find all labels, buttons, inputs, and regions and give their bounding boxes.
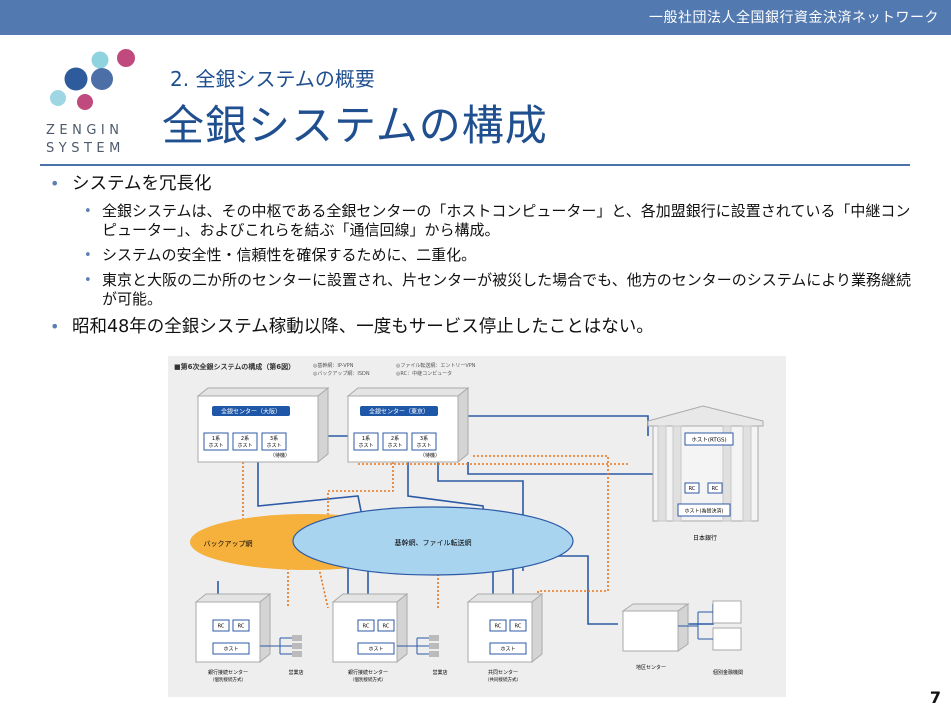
page-title: 全銀システムの構成: [162, 101, 548, 150]
rc-label: RC: [689, 486, 696, 492]
logo-text: ZENGIN SYSTEM: [46, 122, 125, 158]
regional-center-label: 地区センター: [636, 664, 666, 671]
svg-text:RC: RC: [238, 624, 245, 630]
legend-item: ◎RC：中継コンピュータ: [396, 370, 452, 377]
bullet-item: 昭和48年の全銀システム稼動以降、一度もサービス停止したことはない。: [50, 315, 920, 339]
osaka-center-building: 全銀センター（大阪） 1系 ホスト 2系 ホスト 3系 ホスト （待機）: [196, 386, 330, 464]
svg-text:ホスト: ホスト: [416, 443, 431, 449]
bank-center-1-building: RC RC ホスト 銀行接続センター （個別接続方式） 営業店: [194, 592, 304, 683]
svg-text:3系: 3系: [420, 435, 428, 442]
svg-text:ホスト: ホスト: [358, 443, 373, 449]
svg-text:2系: 2系: [391, 435, 399, 442]
core-network-label: 基幹網、ファイル転送網: [395, 538, 472, 547]
bank-center-2-label: 銀行接続センター: [348, 669, 388, 676]
svg-text:（個別接続方式）: （個別接続方式）: [350, 676, 386, 683]
rc-label: RC: [712, 486, 719, 492]
organization-name: 一般社団法人全国銀行資金決済ネットワーク: [649, 10, 939, 26]
svg-text:（個別接続方式）: （個別接続方式）: [210, 676, 246, 683]
branch-label: 営業店: [432, 669, 447, 676]
svg-text:RC: RC: [383, 624, 390, 630]
standby-label: （待機）: [270, 452, 290, 459]
svg-text:RC: RC: [515, 624, 522, 630]
tokyo-center-building: 全銀センター（東京） 1系 ホスト 2系 ホスト 3系 ホスト （待機）: [346, 386, 470, 464]
svg-text:RC: RC: [363, 624, 370, 630]
svg-text:ホスト: ホスト: [387, 443, 402, 449]
diagram-caption: ■第6次全銀システムの構成（第6図）: [174, 362, 295, 371]
svg-text:ホスト: ホスト: [368, 647, 383, 653]
boj-label: 日本銀行: [693, 534, 717, 542]
standby-label: （待機）: [420, 452, 440, 459]
title-divider: [40, 164, 910, 166]
svg-text:ホスト: ホスト: [500, 647, 515, 653]
shared-center-label: 共同センター: [488, 669, 518, 676]
individual-banks-label: 個別金融機関: [713, 669, 743, 676]
core-network: [292, 506, 574, 576]
regional-center-building: 地区センター: [621, 603, 690, 671]
legend-item: ◎基幹網：IP-VPN: [313, 362, 354, 369]
legend-item: ◎バックアップ網：ISDN: [313, 370, 370, 377]
host-unit-label: 1系: [212, 435, 220, 442]
boj-building: ホスト(RTGS) RC RC ホスト(為替決済) 日本銀行: [647, 405, 764, 542]
sub-bullet-item: 全銀システムは、その中枢である全銀センターの「ホストコンピューター」と、各加盟銀…: [84, 202, 920, 240]
shared-center-building: RC RC ホスト 共同センター （共同接続方式）: [466, 592, 544, 683]
page-number: 7: [929, 688, 941, 707]
legend-item: ◎ファイル転送網：エントリーVPN: [396, 362, 476, 369]
header-bar: 一般社団法人全国銀行資金決済ネットワーク: [0, 0, 951, 35]
svg-text:3系: 3系: [270, 435, 278, 442]
backup-network-label: バックアップ網: [204, 539, 253, 548]
svg-text:ホスト: ホスト: [266, 443, 281, 449]
svg-text:ホスト: ホスト: [208, 443, 223, 449]
svg-text:（共同接続方式）: （共同接続方式）: [485, 676, 521, 683]
sub-bullet-item: 東京と大阪の二か所のセンターに設置され、片センターが被災した場合でも、他方のセン…: [84, 271, 920, 309]
svg-text:RC: RC: [218, 624, 225, 630]
bullet-item: システムを冗長化: [50, 172, 920, 196]
bullet-list: システムを冗長化 全銀システムは、その中枢である全銀センターの「ホストコンピュー…: [50, 172, 920, 345]
system-diagram: ■第6次全銀システムの構成（第6図） ◎基幹網：IP-VPN ◎バックアップ網：…: [168, 356, 786, 697]
svg-text:ホスト: ホスト: [237, 443, 252, 449]
svg-text:1系: 1系: [362, 435, 370, 442]
svg-text:ホスト: ホスト: [223, 647, 238, 653]
individual-banks: 個別金融機関: [678, 600, 743, 676]
svg-text:2系: 2系: [241, 435, 249, 442]
bank-center-2-building: RC RC ホスト 銀行接続センター （個別接続方式） 営業店: [331, 592, 448, 683]
branch-label: 営業店: [288, 669, 303, 676]
tokyo-center-label: 全銀センター（東京）: [369, 408, 429, 416]
boj-host-label: ホスト(RTGS): [691, 437, 726, 444]
zengin-logo: [50, 49, 135, 110]
section-subtitle: 2. 全銀システムの概要: [170, 67, 375, 91]
osaka-center-label: 全銀センター（大阪）: [221, 408, 281, 416]
logo-line2: SYSTEM: [46, 141, 125, 156]
logo-line1: ZENGIN: [46, 123, 124, 138]
sub-bullet-item: システムの安全性・信頼性を確保するために、二重化。: [84, 246, 920, 265]
bank-center-1-label: 銀行接続センター: [208, 669, 248, 676]
svg-text:RC: RC: [495, 624, 502, 630]
boj-fx-label: ホスト(為替決済): [685, 508, 724, 515]
